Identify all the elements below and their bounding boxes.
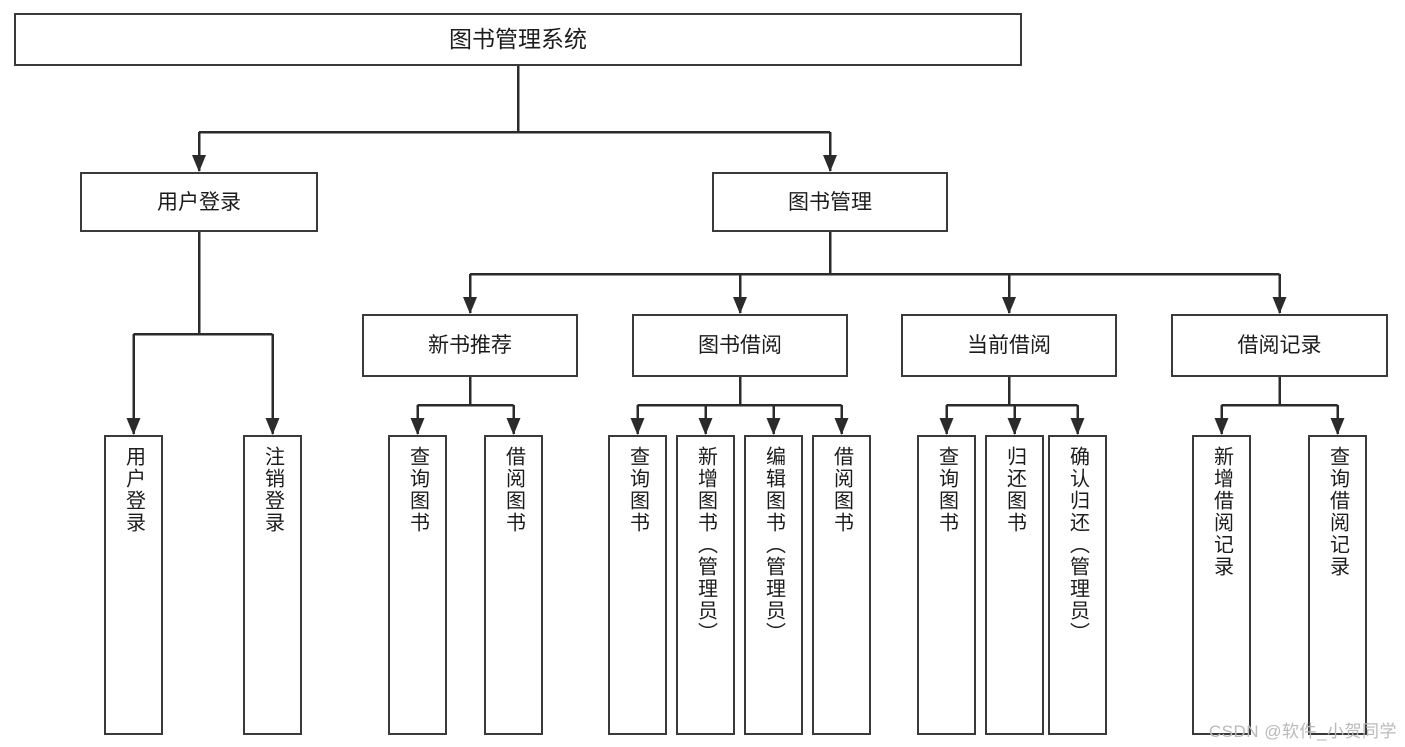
node-leaf-query-borrow-record[interactable]: 查询借阅记录 bbox=[1308, 435, 1367, 735]
node-leaf-confirm-return-admin[interactable]: 确认归还（管理员） bbox=[1048, 435, 1107, 735]
node-leaf-add-book-admin[interactable]: 新增图书（管理员） bbox=[676, 435, 735, 735]
node-leaf-query-book-rec[interactable]: 查询图书 bbox=[388, 435, 447, 735]
node-label: 归还图书 bbox=[1003, 446, 1026, 534]
node-label: 图书管理 bbox=[788, 190, 872, 214]
node-label: 新增借阅记录 bbox=[1210, 446, 1233, 578]
node-label: 借阅图书 bbox=[502, 446, 525, 534]
node-label: 注销登录 bbox=[261, 446, 284, 534]
node-label: 查询图书 bbox=[406, 446, 429, 534]
node-label: 当前借阅 bbox=[967, 334, 1051, 357]
node-label: 借阅记录 bbox=[1237, 334, 1322, 357]
node-root-book-management-system[interactable]: 图书管理系统 bbox=[14, 13, 1022, 66]
node-label: 图书借阅 bbox=[698, 334, 782, 357]
node-label: 新增图书（管理员） bbox=[694, 446, 717, 644]
node-label: 查询图书 bbox=[626, 446, 649, 534]
node-label: 图书管理系统 bbox=[449, 26, 587, 52]
node-label: 借阅图书 bbox=[830, 446, 853, 534]
node-book-borrow[interactable]: 图书借阅 bbox=[632, 314, 848, 377]
node-leaf-logout-login[interactable]: 注销登录 bbox=[243, 435, 302, 735]
node-user-login[interactable]: 用户登录 bbox=[80, 172, 318, 232]
node-leaf-return-book[interactable]: 归还图书 bbox=[985, 435, 1044, 735]
node-leaf-query-book-cur[interactable]: 查询图书 bbox=[917, 435, 976, 735]
watermark-credit: CSDN @软件_小贺同学 bbox=[1208, 722, 1397, 741]
node-new-book-recommend[interactable]: 新书推荐 bbox=[362, 314, 578, 377]
node-label: 编辑图书（管理员） bbox=[762, 446, 785, 644]
node-leaf-add-borrow-record[interactable]: 新增借阅记录 bbox=[1192, 435, 1251, 735]
node-label: 确认归还（管理员） bbox=[1066, 446, 1089, 644]
node-label: 新书推荐 bbox=[428, 334, 512, 357]
node-label: 用户登录 bbox=[157, 190, 241, 214]
node-current-borrow[interactable]: 当前借阅 bbox=[901, 314, 1117, 377]
node-borrow-record[interactable]: 借阅记录 bbox=[1171, 314, 1388, 377]
node-leaf-borrow-book[interactable]: 借阅图书 bbox=[812, 435, 871, 735]
node-label: 用户登录 bbox=[122, 446, 145, 534]
node-leaf-query-book-borrow[interactable]: 查询图书 bbox=[608, 435, 667, 735]
node-label: 查询图书 bbox=[935, 446, 958, 534]
node-book-manage[interactable]: 图书管理 bbox=[712, 172, 948, 232]
node-leaf-edit-book-admin[interactable]: 编辑图书（管理员） bbox=[744, 435, 803, 735]
node-leaf-user-login[interactable]: 用户登录 bbox=[104, 435, 163, 735]
node-label: 查询借阅记录 bbox=[1326, 446, 1349, 578]
node-leaf-borrow-book-rec[interactable]: 借阅图书 bbox=[484, 435, 543, 735]
